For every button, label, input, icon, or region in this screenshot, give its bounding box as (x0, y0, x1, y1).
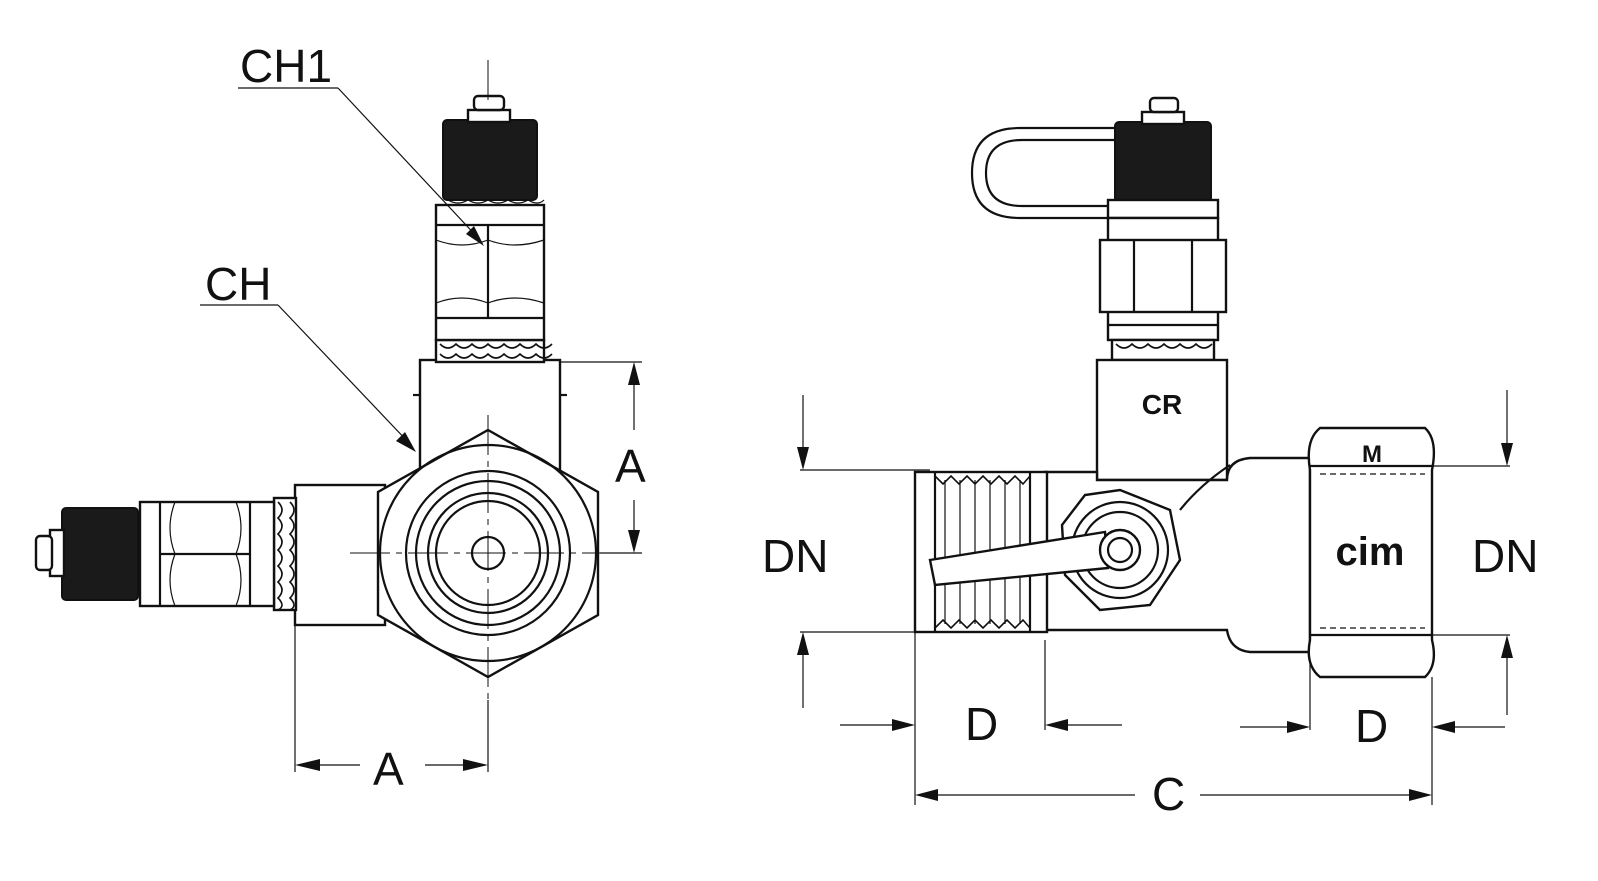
label-a-horizontal: A (373, 743, 404, 795)
label-d-right: D (1355, 700, 1388, 752)
right-female-hex-nut: M cim (1307, 426, 1436, 679)
drain-lever (928, 530, 1110, 587)
right-top-knurled-cap (1106, 96, 1220, 220)
left-side-stem-body (293, 483, 387, 627)
left-side-spring (272, 496, 298, 612)
right-drain-valve (928, 488, 1182, 612)
left-side-hex-nut (138, 500, 276, 608)
label-a-vertical: A (615, 440, 646, 492)
label-c: C (1152, 768, 1185, 820)
label-d-left: D (965, 698, 998, 750)
right-top-spring (1110, 338, 1216, 362)
cap-retaining-loop (970, 126, 1150, 220)
right-stem-body (1095, 358, 1229, 482)
left-end-view (34, 60, 642, 772)
left-top-spring (434, 338, 553, 364)
label-ch: CH (205, 258, 271, 310)
cr-logo: CR (1142, 389, 1182, 420)
label-dn-left: DN (762, 530, 828, 582)
left-top-knurled-cap (442, 94, 545, 204)
right-side-view: CR (797, 96, 1513, 805)
label-dn-right: DN (1472, 530, 1538, 582)
cim-logo: cim (1336, 530, 1405, 574)
m-mark: M (1362, 441, 1382, 468)
right-top-hex-nut (1098, 216, 1228, 342)
left-side-knurled-cap (34, 507, 139, 601)
left-top-hex-nut (434, 203, 546, 342)
label-ch1: CH1 (240, 40, 332, 92)
